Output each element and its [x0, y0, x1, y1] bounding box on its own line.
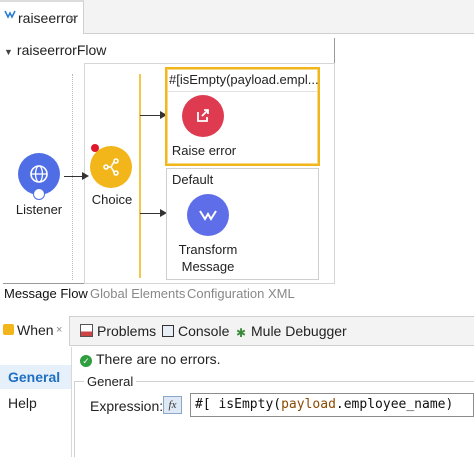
listener-label: Listener	[15, 202, 63, 217]
raise-error-icon	[197, 109, 209, 122]
branch-icon	[103, 158, 119, 176]
properties-nav: General Help	[0, 347, 72, 457]
flow-name: raiseerrorFlow	[16, 42, 107, 58]
console-icon	[162, 325, 174, 337]
flow-title[interactable]: ▼raiseerrorFlow	[4, 42, 106, 60]
group-border-left	[74, 381, 75, 457]
connector-line	[64, 176, 83, 177]
collapse-triangle-icon[interactable]: ▼	[4, 47, 13, 57]
nav-item-general[interactable]: General	[0, 365, 71, 389]
general-group-title: General	[84, 374, 137, 389]
debugger-icon: ✱	[236, 326, 247, 340]
source-divider	[72, 74, 73, 280]
when-route-box[interactable]	[165, 67, 320, 166]
tab-console[interactable]: Console	[162, 316, 229, 346]
tab-when-label: When	[17, 322, 54, 338]
route-connector-default	[140, 213, 162, 214]
error-marker-icon	[91, 144, 99, 152]
expression-variable: payload	[281, 397, 336, 412]
check-circle-icon: ✓	[80, 355, 92, 367]
nav-item-help[interactable]: Help	[8, 395, 37, 411]
route-divider	[168, 91, 317, 92]
tab-mule-debugger-label: Mule Debugger	[251, 323, 347, 339]
expression-label: Expression:	[90, 398, 164, 414]
tab-problems-label: Problems	[97, 323, 157, 339]
general-group	[74, 381, 474, 457]
tab-message-flow[interactable]: Message Flow	[4, 286, 88, 301]
tab-mule-debugger[interactable]: ✱ Mule Debugger	[236, 316, 347, 346]
tab-configuration-xml[interactable]: Configuration XML	[187, 286, 295, 301]
status-text: There are no errors.	[96, 351, 221, 367]
transform-label: Transform Message	[170, 241, 246, 275]
default-route-label: Default	[172, 172, 214, 187]
router-line	[139, 74, 141, 278]
transform-node[interactable]	[187, 194, 229, 236]
connector-arrow	[82, 172, 89, 180]
source-badge-icon	[33, 188, 45, 200]
connector-arrow	[160, 209, 167, 217]
tab-when[interactable]: When ×	[0, 316, 70, 346]
expression-function: isEmpty(	[218, 397, 282, 412]
fx-toggle-button[interactable]: fx	[163, 396, 182, 414]
when-icon	[3, 324, 14, 335]
close-icon[interactable]: ×	[56, 324, 63, 336]
tab-console-label: Console	[178, 323, 230, 339]
expression-rest: .employee_name)	[335, 397, 454, 412]
close-icon[interactable]: ×	[68, 11, 76, 25]
raise-error-label: Raise error	[171, 143, 237, 158]
mule-flow-icon	[4, 9, 16, 24]
tab-global-elements[interactable]: Global Elements	[90, 286, 186, 301]
editor-tab-label: raiseerror	[18, 10, 78, 26]
editor-tab-raiseerror[interactable]: raiseerror ×	[0, 0, 84, 34]
when-route-expression: #[isEmpty(payload.empl...	[169, 72, 319, 87]
properties-tab-bar	[0, 316, 474, 346]
default-route-box[interactable]	[166, 168, 319, 280]
expression-prefix: #[	[195, 397, 211, 412]
connector-arrow	[160, 111, 167, 119]
validation-status: ✓ There are no errors.	[80, 350, 221, 368]
flow-canvas[interactable]	[0, 38, 474, 284]
transform-label-line1: Transform	[178, 242, 238, 257]
tab-problems[interactable]: Problems	[80, 316, 156, 346]
problems-icon	[80, 324, 93, 337]
raise-error-node[interactable]	[182, 95, 224, 137]
route-connector-when	[140, 115, 162, 116]
choice-label: Choice	[91, 192, 133, 207]
globe-icon	[30, 165, 48, 183]
choice-node[interactable]	[90, 146, 132, 188]
expression-input[interactable]: #[ isEmpty(payload.employee_name)	[190, 393, 474, 417]
transform-icon	[199, 210, 217, 221]
transform-label-line2: Message	[181, 259, 235, 274]
